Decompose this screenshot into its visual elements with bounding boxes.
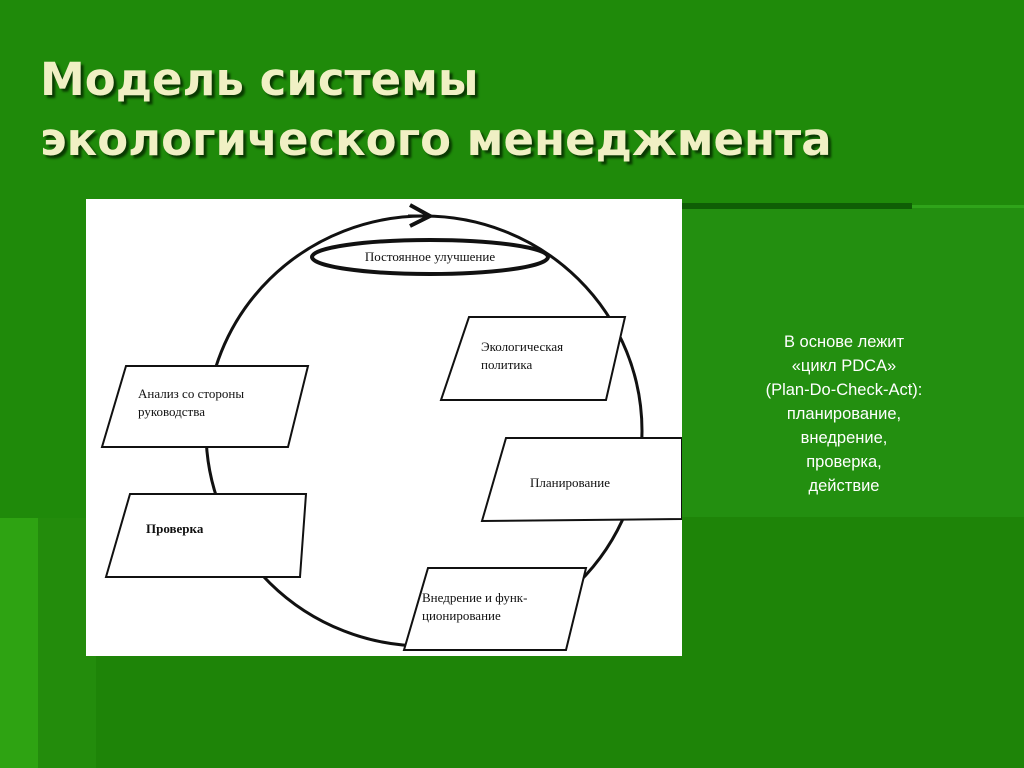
pdca-line-1: В основе лежит xyxy=(783,333,905,351)
box-implementation-line-1: Внедрение и функ- xyxy=(422,590,527,605)
box-management-review xyxy=(100,365,310,448)
ems-cycle-svg: Постоянное улучшение Экологическая полит… xyxy=(100,203,682,651)
box-planning-line-1: Планирование xyxy=(530,475,610,490)
background-stripe-light xyxy=(912,205,1024,208)
box-implementation xyxy=(402,567,588,651)
background-left-strip xyxy=(0,518,38,768)
box-implementation-line-2: ционирование xyxy=(422,608,501,623)
cycle-arrow-head-icon xyxy=(409,203,435,228)
pdca-line-2: «цикл PDCA» xyxy=(791,357,897,375)
pdca-line-7: действие xyxy=(808,477,880,495)
box-environmental-policy-line-2: политика xyxy=(481,357,532,372)
continuous-improvement-label: Постоянное улучшение xyxy=(365,249,495,264)
pdca-line-3: (Plan-Do-Check-Act): xyxy=(765,381,923,399)
pdca-description: В основе лежит «цикл PDCA» (Plan-Do-Chec… xyxy=(730,330,958,498)
pdca-line-5: внедрение, xyxy=(800,429,888,447)
slide-title: Модель системы экологического менеджмент… xyxy=(40,50,1000,170)
box-management-review-line-2: руководства xyxy=(138,404,205,419)
background-panel-bottom xyxy=(96,656,1024,768)
ems-cycle-diagram: Постоянное улучшение Экологическая полит… xyxy=(86,199,682,656)
box-environmental-policy-line-1: Экологическая xyxy=(481,339,563,354)
box-planning xyxy=(480,437,682,523)
box-environmental-policy xyxy=(439,316,627,401)
background-panel-right xyxy=(682,205,1024,517)
box-management-review-line-1: Анализ со стороны xyxy=(138,386,244,401)
continuous-improvement-oval xyxy=(310,238,550,276)
box-check xyxy=(104,493,308,578)
slide-title-line-2: экологического менеджмента xyxy=(40,113,832,166)
box-check-line-1: Проверка xyxy=(146,521,204,536)
pdca-line-4: планирование, xyxy=(786,405,902,423)
pdca-line-6: проверка, xyxy=(806,453,882,471)
background-stripe xyxy=(682,203,912,209)
slide-title-line-1: Модель системы xyxy=(40,53,479,106)
